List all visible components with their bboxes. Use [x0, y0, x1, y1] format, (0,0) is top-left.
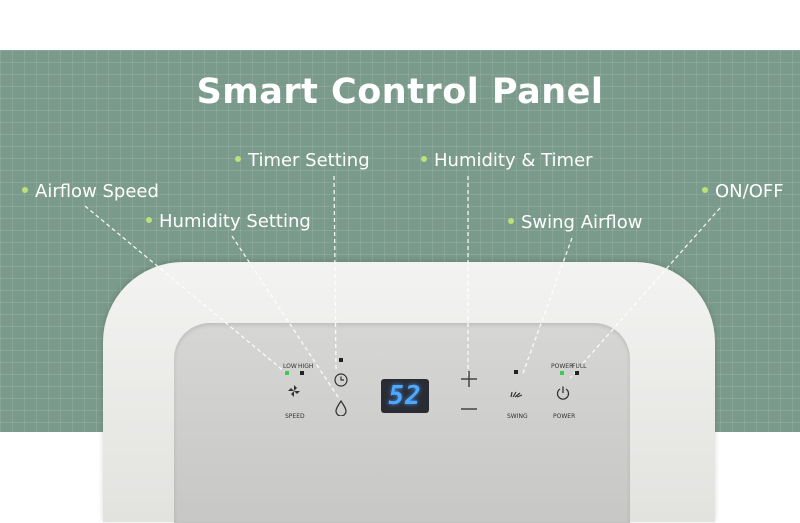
line-humidity-setting [231, 235, 341, 401]
speed-low-text: LOW [283, 363, 297, 370]
bullet-dot [235, 156, 241, 162]
label-humidity-timer: Humidity & Timer [421, 150, 593, 171]
label-airflow-speed: Airflow Speed [22, 181, 159, 202]
speed-high-led [300, 371, 304, 375]
droplet-icon[interactable] [334, 400, 348, 416]
line-timer-setting [333, 175, 337, 371]
humidity-display: 52 [381, 379, 429, 413]
label-airflow-speed-text: Airflow Speed [35, 181, 159, 202]
full-led [575, 371, 579, 375]
speed-low-led [285, 371, 289, 375]
bullet-dot [146, 217, 152, 223]
label-humidity-setting: Humidity Setting [146, 211, 311, 232]
swing-label: SWING [507, 413, 528, 420]
label-swing-airflow: Swing Airflow [508, 212, 643, 233]
minus-icon[interactable] [460, 400, 478, 418]
line-on-off [569, 207, 721, 379]
plus-icon[interactable] [460, 370, 478, 388]
power-indicator-text: POWER [551, 363, 574, 370]
power-label: POWER [553, 413, 576, 420]
label-on-off-text: ON/OFF [715, 181, 784, 202]
speed-high-text: HIGH [298, 363, 314, 370]
bullet-dot [508, 218, 514, 224]
swing-led [514, 370, 518, 374]
bullet-dot [421, 156, 427, 162]
clock-icon[interactable] [333, 372, 349, 388]
bullet-dot [22, 187, 28, 193]
power-led [560, 371, 564, 375]
line-swing-airflow [521, 237, 573, 377]
line-airflow-speed [84, 205, 286, 373]
label-swing-airflow-text: Swing Airflow [521, 212, 643, 233]
power-icon[interactable] [555, 385, 571, 401]
timer-led [339, 358, 343, 362]
label-humidity-timer-text: Humidity & Timer [434, 150, 593, 171]
label-on-off: ON/OFF [702, 181, 784, 202]
fan-icon[interactable] [286, 383, 302, 399]
swing-icon[interactable] [508, 383, 524, 399]
page-title: Smart Control Panel [196, 72, 604, 112]
full-indicator-text: FULL [572, 363, 587, 370]
callout-lines [84, 175, 721, 401]
label-timer-setting: Timer Setting [235, 150, 370, 171]
label-timer-setting-text: Timer Setting [248, 150, 370, 171]
bullet-dot [702, 187, 708, 193]
label-humidity-setting-text: Humidity Setting [159, 211, 311, 232]
speed-label: SPEED [285, 413, 305, 420]
